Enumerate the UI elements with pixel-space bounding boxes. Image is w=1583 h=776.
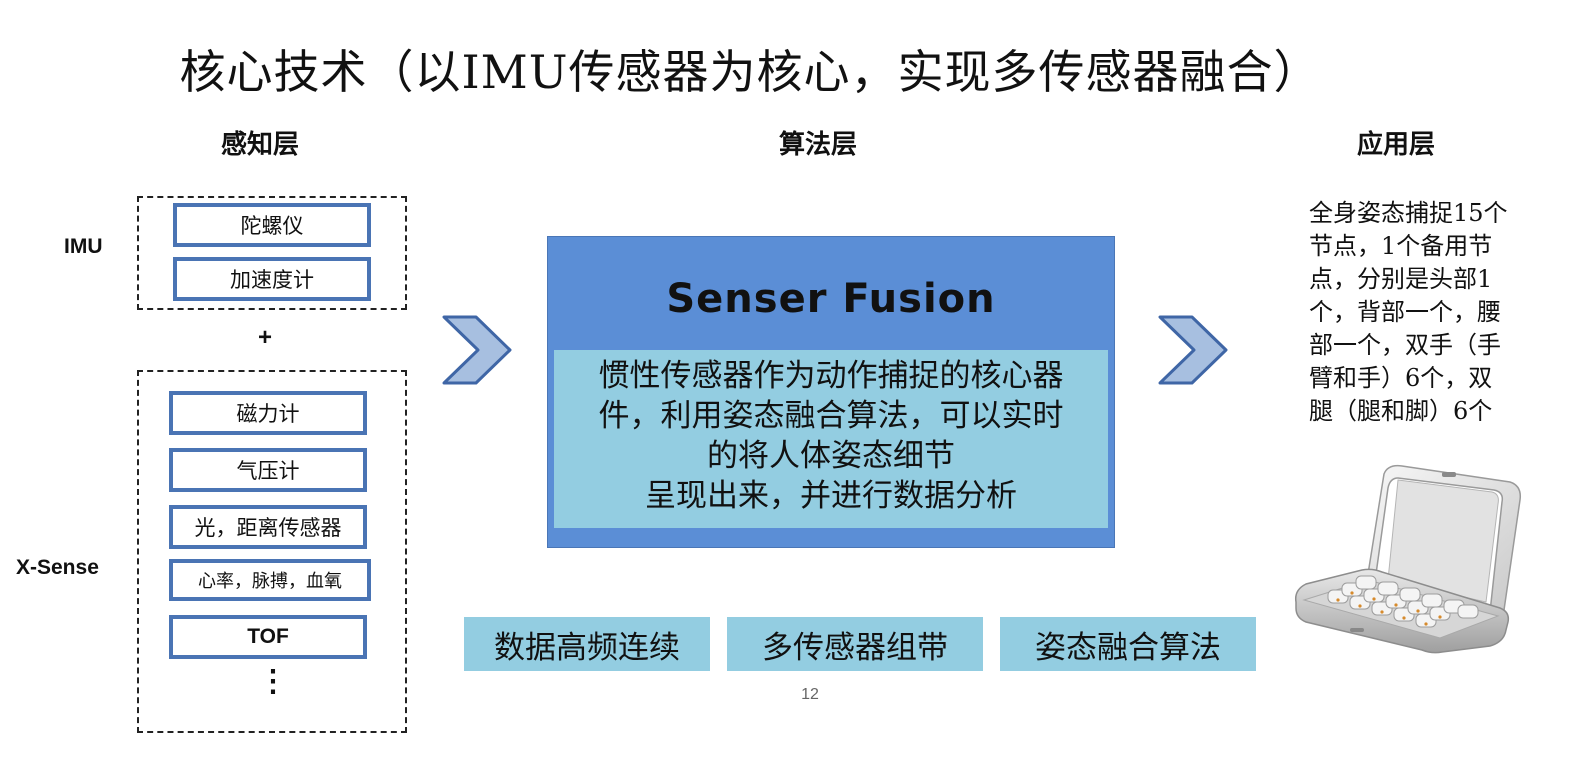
application-line: 部一个，双手（手 (1309, 331, 1501, 359)
layer-heading-perception: 感知层 (220, 130, 299, 160)
description-line: 呈现出来，并进行数据分析 (645, 478, 1017, 514)
application-line: 全身姿态捕捉15个 (1309, 199, 1508, 227)
more-sensors-ellipsis: ⋮ (258, 665, 288, 698)
description-line: 的将人体姿态细节 (707, 438, 955, 474)
page-number: 12 (801, 686, 819, 703)
application-line: 个，背部一个，腰 (1309, 298, 1501, 326)
sensor-heart-rate: 心率，脉搏，血氧 (169, 559, 371, 601)
application-line: 点，分别是头部1 (1309, 265, 1493, 293)
sensor-fusion-description: 惯性传感器作为动作捕捉的核心器 件，利用姿态融合算法，可以实时 的将人体姿态细节… (554, 350, 1108, 528)
sensor-case-image (1294, 464, 1522, 654)
sensor-gyroscope: 陀螺仪 (173, 203, 371, 247)
sensor-magnetometer: 磁力计 (169, 391, 367, 435)
chevron-right-icon (442, 315, 512, 385)
imu-group-box (137, 196, 407, 310)
feature-multi-sensor: 多传感器组带 (727, 617, 983, 671)
feature-pose-fusion: 姿态融合算法 (1000, 617, 1256, 671)
application-line: 腿（腿和脚）6个 (1309, 397, 1493, 425)
xsense-group-box (137, 370, 407, 733)
description-line: 惯性传感器作为动作捕捉的核心器 (598, 358, 1064, 394)
layer-heading-application: 应用层 (1356, 130, 1435, 160)
layer-heading-algorithm: 算法层 (778, 130, 857, 160)
sensor-accelerometer: 加速度计 (173, 257, 371, 301)
xsense-label: X-Sense (16, 556, 99, 579)
application-line: 节点，1个备用节 (1309, 232, 1493, 260)
description-line: 件，利用姿态融合算法，可以实时 (598, 398, 1064, 434)
plus-sign: + (258, 324, 273, 351)
sensor-tof: TOF (169, 615, 367, 659)
page-title: 核心技术（以IMU传感器为核心，实现多传感器融合） (179, 45, 1321, 99)
sensor-light-distance: 光，距离传感器 (169, 505, 367, 549)
sensor-barometer: 气压计 (169, 448, 367, 492)
application-description: 全身姿态捕捉15个 节点，1个备用节 点，分别是头部1 个，背部一个，腰 部一个… (1309, 197, 1539, 428)
imu-label: IMU (64, 235, 103, 258)
sensor-fusion-title: Senser Fusion (666, 276, 996, 322)
feature-high-frequency-data: 数据高频连续 (464, 617, 710, 671)
chevron-right-icon (1158, 315, 1228, 385)
application-line: 臂和手）6个，双 (1309, 364, 1493, 392)
